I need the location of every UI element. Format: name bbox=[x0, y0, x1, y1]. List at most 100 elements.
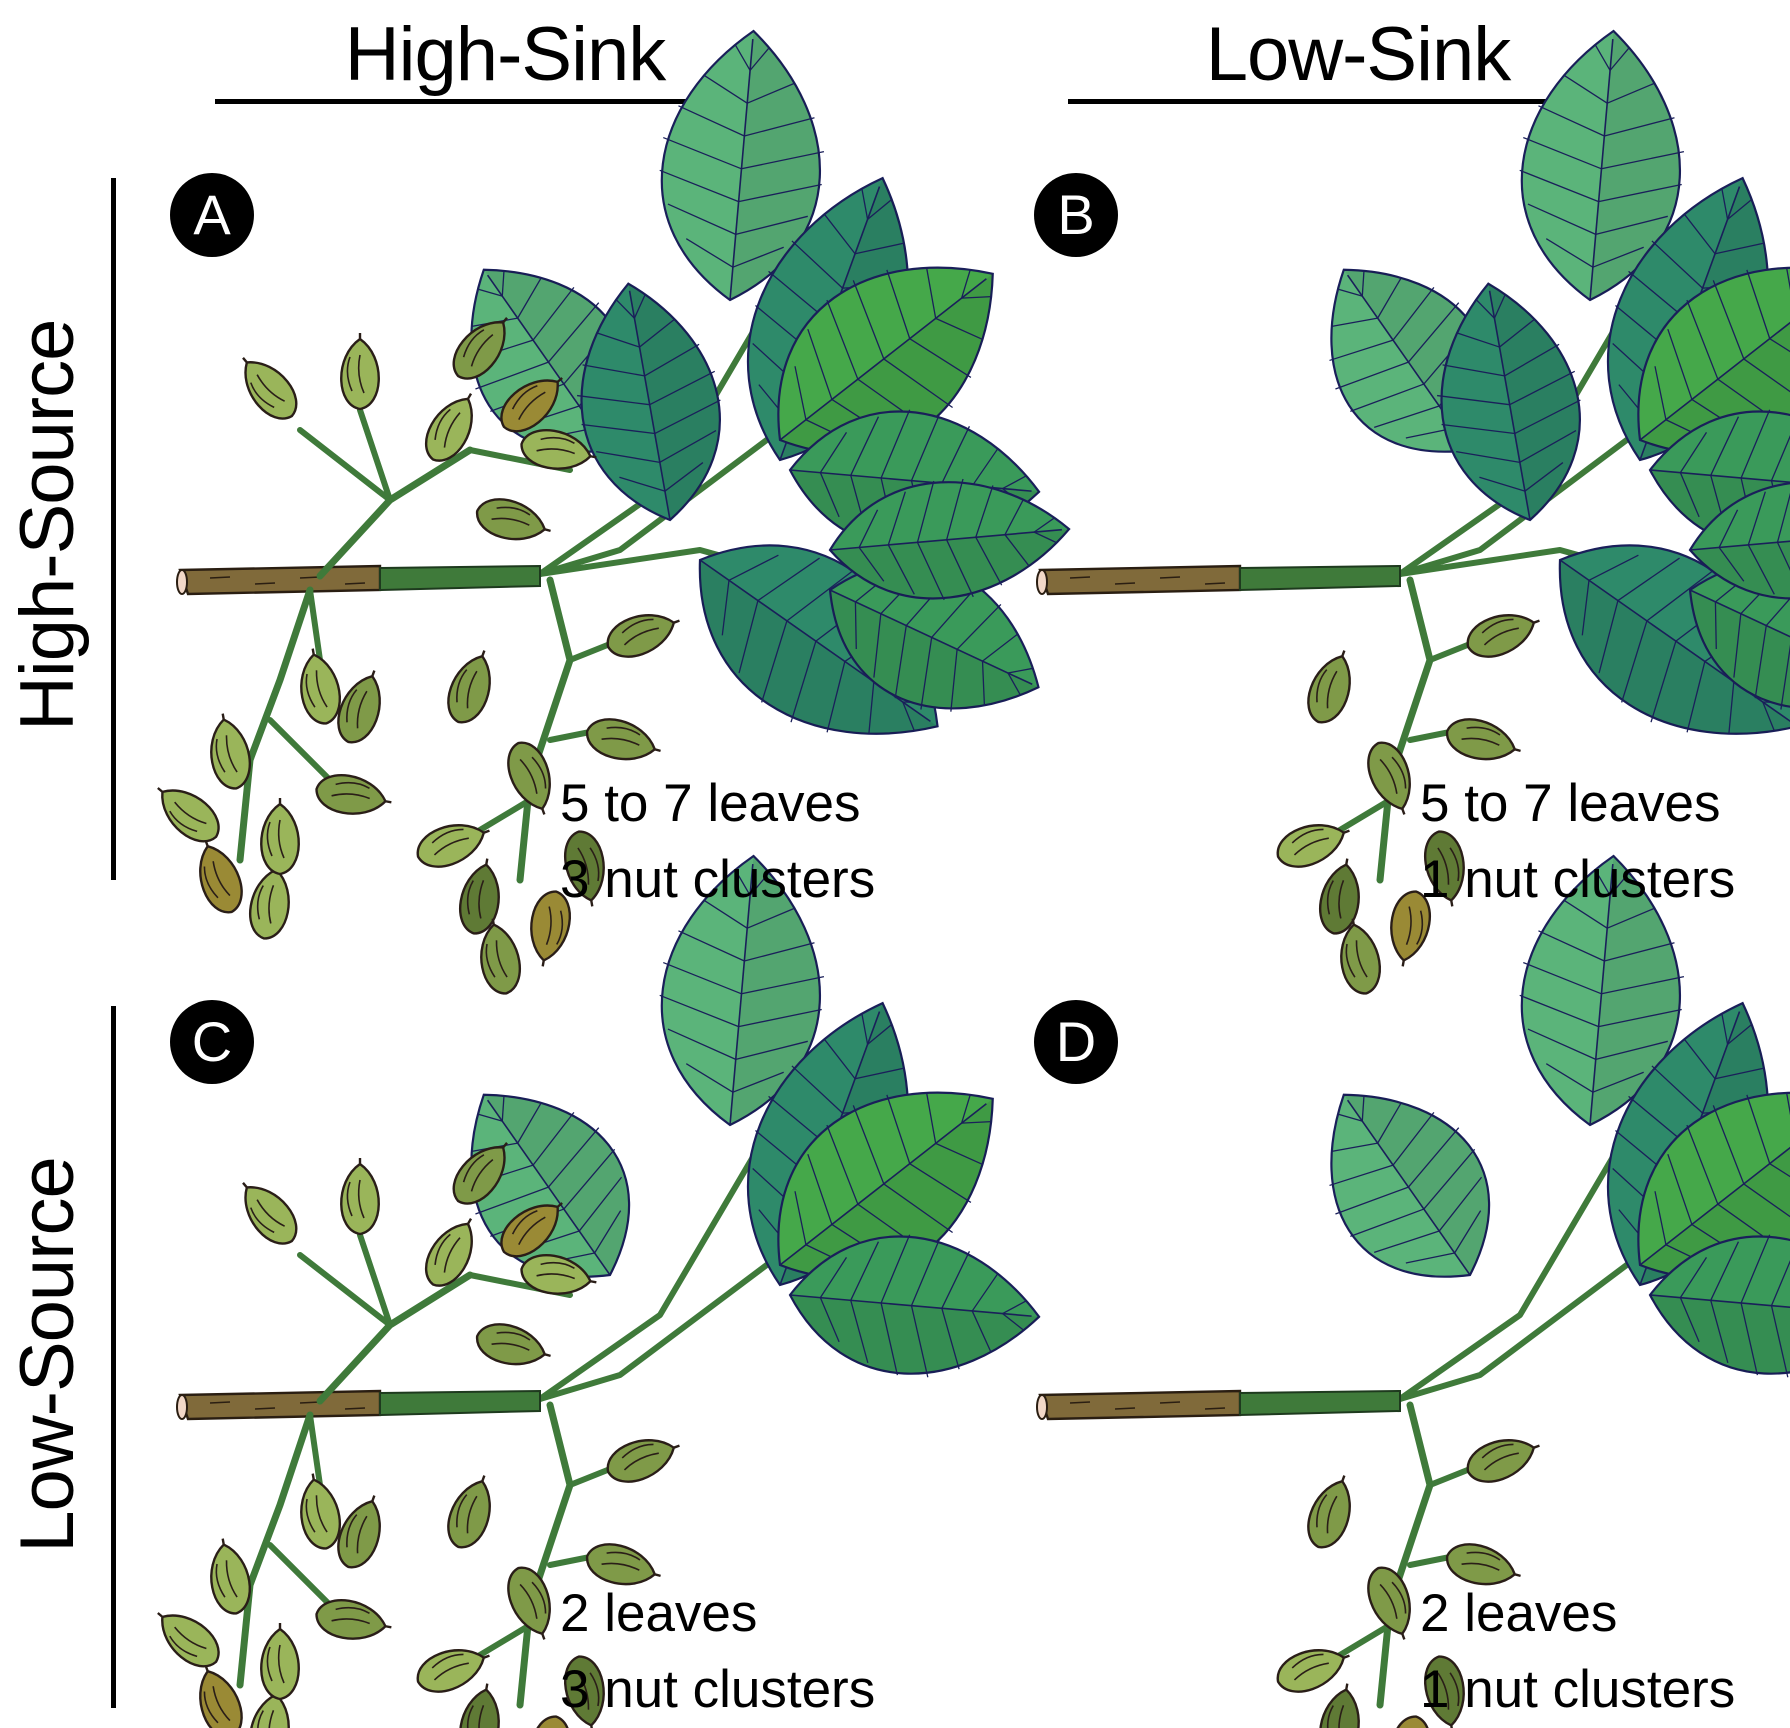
nut-icon bbox=[1319, 1683, 1360, 1728]
column-rule-high-sink bbox=[215, 99, 795, 104]
leaflet-icon bbox=[659, 29, 825, 302]
panel-d-caption-clusters: 1 nut clusters bbox=[1420, 1660, 1736, 1719]
nut-clusters-group bbox=[1276, 576, 1540, 995]
leaflet-icon bbox=[1648, 1234, 1790, 1378]
nut-icon bbox=[157, 787, 220, 843]
nut-icon bbox=[424, 1218, 473, 1287]
leaves-group bbox=[469, 854, 1041, 1402]
nut-icon bbox=[520, 1254, 597, 1295]
nut-icon bbox=[315, 1599, 392, 1640]
nut-icon bbox=[242, 1182, 298, 1245]
column-header-low-sink: Low-Sink bbox=[1205, 12, 1512, 97]
nut-icon bbox=[507, 1566, 551, 1640]
nut-icon bbox=[340, 1158, 380, 1236]
panel-a-caption-leaves: 5 to 7 leaves bbox=[560, 774, 861, 833]
column-header-high-sink: High-Sink bbox=[344, 12, 666, 97]
nut-icon bbox=[1466, 614, 1540, 658]
nut-icon bbox=[210, 1538, 251, 1615]
row-rule-low-source bbox=[111, 1006, 116, 1708]
nut-icon bbox=[242, 357, 298, 420]
nut-icon bbox=[564, 830, 605, 907]
leaflet-icon bbox=[1688, 480, 1790, 601]
leaflet-icon bbox=[1519, 29, 1685, 302]
nut-clusters-group bbox=[157, 1142, 680, 1728]
panel-a-caption-clusters: 3 nut clusters bbox=[560, 850, 876, 909]
nut-icon bbox=[507, 741, 551, 815]
nut-clusters-group bbox=[157, 317, 680, 995]
nut-icon bbox=[337, 1495, 381, 1569]
leaves-group bbox=[1329, 854, 1790, 1402]
leaflet-icon bbox=[828, 561, 1040, 712]
panel-c-caption-leaves: 2 leaves bbox=[560, 1584, 758, 1643]
panel-d-caption-leaves: 2 leaves bbox=[1420, 1584, 1618, 1643]
nut-icon bbox=[416, 1649, 490, 1693]
leaflet-icon bbox=[577, 282, 721, 522]
leaflet-icon bbox=[777, 266, 994, 455]
nut-icon bbox=[447, 1475, 491, 1549]
nut-icon bbox=[452, 1142, 508, 1205]
nut-icon bbox=[500, 377, 563, 433]
panel-c-caption-clusters: 3 nut clusters bbox=[560, 1660, 876, 1719]
nut-icon bbox=[585, 718, 661, 761]
nut-icon bbox=[1445, 718, 1521, 761]
nut-icon bbox=[1307, 650, 1351, 724]
nut-icon bbox=[1424, 830, 1465, 907]
row-rule-high-source bbox=[111, 178, 116, 880]
nut-icon bbox=[585, 1543, 661, 1586]
nut-icon bbox=[606, 614, 680, 658]
nut-icon bbox=[1466, 1439, 1540, 1483]
nut-icon bbox=[459, 858, 500, 935]
leaflet-icon bbox=[1519, 854, 1685, 1127]
nut-icon bbox=[210, 713, 251, 790]
twig-icon bbox=[1036, 1389, 1401, 1421]
nut-icon bbox=[260, 1623, 300, 1701]
nut-icon bbox=[300, 1473, 341, 1550]
nut-icon bbox=[260, 798, 300, 876]
nut-icon bbox=[1340, 918, 1381, 995]
leaves-group bbox=[469, 29, 1071, 735]
nut-icon bbox=[1307, 1475, 1351, 1549]
nut-icon bbox=[606, 1439, 680, 1483]
nut-icon bbox=[199, 840, 243, 914]
nut-icon bbox=[315, 774, 392, 815]
panel-b-caption-leaves: 5 to 7 leaves bbox=[1420, 774, 1721, 833]
nut-icon bbox=[424, 393, 473, 462]
nut-icon bbox=[520, 429, 597, 470]
nut-clusters-group bbox=[1276, 1401, 1540, 1728]
nut-icon bbox=[1367, 1566, 1411, 1640]
leaves-group bbox=[1329, 29, 1790, 735]
nut-icon bbox=[340, 333, 380, 411]
leaflet-icon bbox=[788, 1234, 1041, 1378]
nut-icon bbox=[475, 1323, 551, 1366]
panel-b-caption-clusters: 1 nut clusters bbox=[1420, 850, 1736, 909]
panel-b-badge: B bbox=[1034, 173, 1118, 257]
nut-icon bbox=[1276, 824, 1350, 868]
twig-icon bbox=[1036, 564, 1401, 596]
nut-icon bbox=[500, 1202, 563, 1258]
nut-icon bbox=[475, 498, 551, 541]
nut-icon bbox=[1367, 741, 1411, 815]
nut-icon bbox=[1390, 890, 1431, 967]
leaflet-icon bbox=[828, 478, 1071, 601]
nut-icon bbox=[416, 824, 490, 868]
panel-a-badge: A bbox=[170, 173, 254, 257]
column-rule-low-sink bbox=[1068, 99, 1648, 104]
leaflet-icon bbox=[1329, 1093, 1491, 1278]
nut-icon bbox=[1276, 1649, 1350, 1693]
leaflet-icon bbox=[1437, 282, 1581, 522]
twig-icon bbox=[176, 1389, 541, 1421]
nut-icon bbox=[452, 317, 508, 380]
nut-icon bbox=[300, 648, 341, 725]
twig-icon bbox=[176, 564, 541, 596]
nut-icon bbox=[1319, 858, 1360, 935]
nut-icon bbox=[157, 1612, 220, 1668]
nut-icon bbox=[480, 918, 521, 995]
panel-d-badge: D bbox=[1034, 1000, 1118, 1084]
nut-icon bbox=[530, 890, 571, 967]
panel-c-badge: C bbox=[170, 1000, 254, 1084]
nut-icon bbox=[1445, 1543, 1521, 1586]
